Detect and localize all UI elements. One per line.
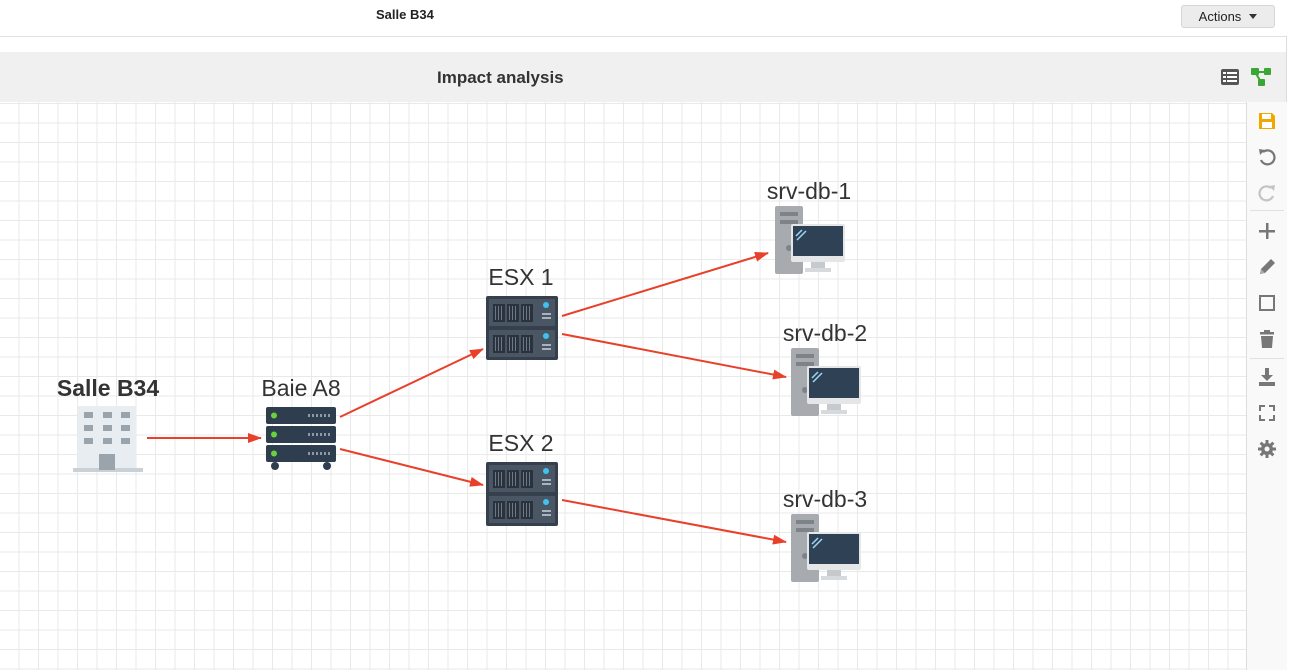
settings-icon[interactable] xyxy=(1256,438,1278,460)
list-view-icon[interactable] xyxy=(1219,66,1241,88)
caret-down-icon xyxy=(1249,14,1258,19)
edge-esx-2-srv-db-3[interactable] xyxy=(561,499,787,545)
panel-title: Impact analysis xyxy=(437,68,564,87)
top-bar: Salle B34 Actions xyxy=(0,0,1304,37)
actions-button-label: Actions xyxy=(1198,9,1242,24)
right-scroll-edge xyxy=(1286,36,1304,670)
select-box-icon[interactable] xyxy=(1256,292,1278,314)
node-label: srv-db-3 xyxy=(782,486,868,512)
save-icon[interactable] xyxy=(1256,110,1278,132)
download-icon[interactable] xyxy=(1256,366,1278,388)
computer-icon[interactable] xyxy=(789,348,861,418)
toolbar-divider xyxy=(1250,210,1284,211)
edge-esx-1-srv-db-2[interactable] xyxy=(561,333,787,380)
node-label: srv-db-1 xyxy=(766,178,852,204)
server-icon[interactable] xyxy=(486,296,558,360)
node-label: Baie A8 xyxy=(261,375,341,401)
computer-icon[interactable] xyxy=(773,206,845,276)
computer-icon[interactable] xyxy=(789,514,861,584)
graph-canvas[interactable]: Salle B34 Baie A8 ESX 1 xyxy=(0,102,1246,670)
server-icon[interactable] xyxy=(486,462,558,526)
node-label: ESX 1 xyxy=(488,264,554,290)
node-label: Salle B34 xyxy=(56,375,160,401)
redo-icon[interactable] xyxy=(1256,182,1278,204)
add-icon[interactable] xyxy=(1256,220,1278,242)
graph-edges xyxy=(147,252,787,545)
graph-view-icon[interactable] xyxy=(1250,66,1272,88)
edge-esx-1-srv-db-1[interactable] xyxy=(561,252,769,317)
graph-toolbar xyxy=(1246,102,1287,670)
edit-icon[interactable] xyxy=(1256,256,1278,278)
building-icon[interactable] xyxy=(72,404,144,474)
rack-icon[interactable] xyxy=(266,407,336,471)
fit-screen-icon[interactable] xyxy=(1256,402,1278,424)
panel-header: Impact analysis xyxy=(0,52,1286,102)
delete-icon[interactable] xyxy=(1256,328,1278,350)
edge-baie-a8-esx-1[interactable] xyxy=(339,348,484,418)
node-label: ESX 2 xyxy=(488,430,554,456)
undo-icon[interactable] xyxy=(1256,146,1278,168)
page-title: Salle B34 xyxy=(376,7,434,22)
actions-button[interactable]: Actions xyxy=(1181,5,1275,28)
toolbar-divider xyxy=(1250,358,1284,359)
node-label: srv-db-2 xyxy=(782,320,868,346)
edge-baie-a8-esx-2[interactable] xyxy=(339,448,484,487)
